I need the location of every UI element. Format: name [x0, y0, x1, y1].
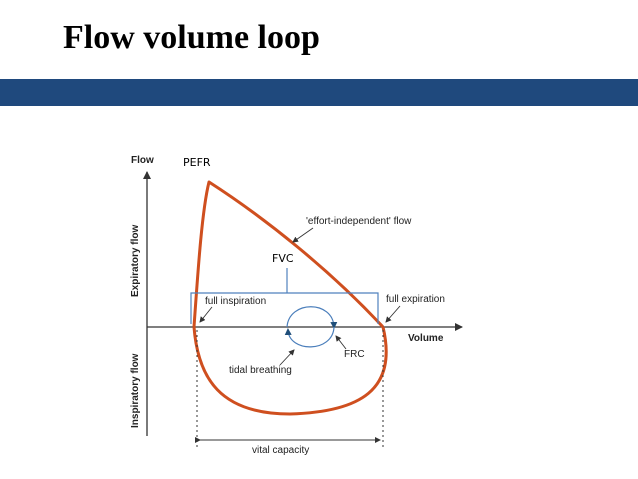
- frc-label: FRC: [344, 349, 365, 360]
- full-inspiration-label: full inspiration: [205, 296, 266, 307]
- title-bar-fill: [0, 79, 638, 106]
- expiratory-curve: [192, 180, 385, 329]
- title-bar: [0, 79, 638, 106]
- tidal-breathing-pointer: [279, 349, 295, 366]
- inspiratory-curve: [192, 326, 388, 416]
- vital-capacity-label: vital capacity: [252, 445, 309, 456]
- tidal-breathing-label: tidal breathing: [229, 365, 292, 376]
- effort-independent-label: 'effort-independent' flow: [306, 216, 412, 227]
- fvc-callout: FVC: [272, 252, 294, 265]
- frc-pointer: [335, 335, 347, 350]
- tidal-loop-lower: [284, 326, 335, 348]
- pefr-callout: PEFR: [183, 156, 211, 169]
- inspiratory-flow-label: Inspiratory flow: [130, 353, 141, 428]
- volume-axis-label: Volume: [408, 333, 444, 344]
- full-inspiration-pointer: [199, 306, 213, 323]
- full-expiration-pointer: [385, 305, 401, 323]
- fvc-bracket: [190, 292, 379, 324]
- expiratory-flow-label: Expiratory flow: [130, 225, 141, 297]
- flow-axis-label: Flow: [131, 155, 154, 166]
- tidal-loop-upper: [286, 306, 338, 329]
- slide-title: Flow volume loop: [63, 19, 320, 56]
- full-expiration-label: full expiration: [386, 294, 445, 305]
- effort-independent-pointer: [292, 227, 314, 243]
